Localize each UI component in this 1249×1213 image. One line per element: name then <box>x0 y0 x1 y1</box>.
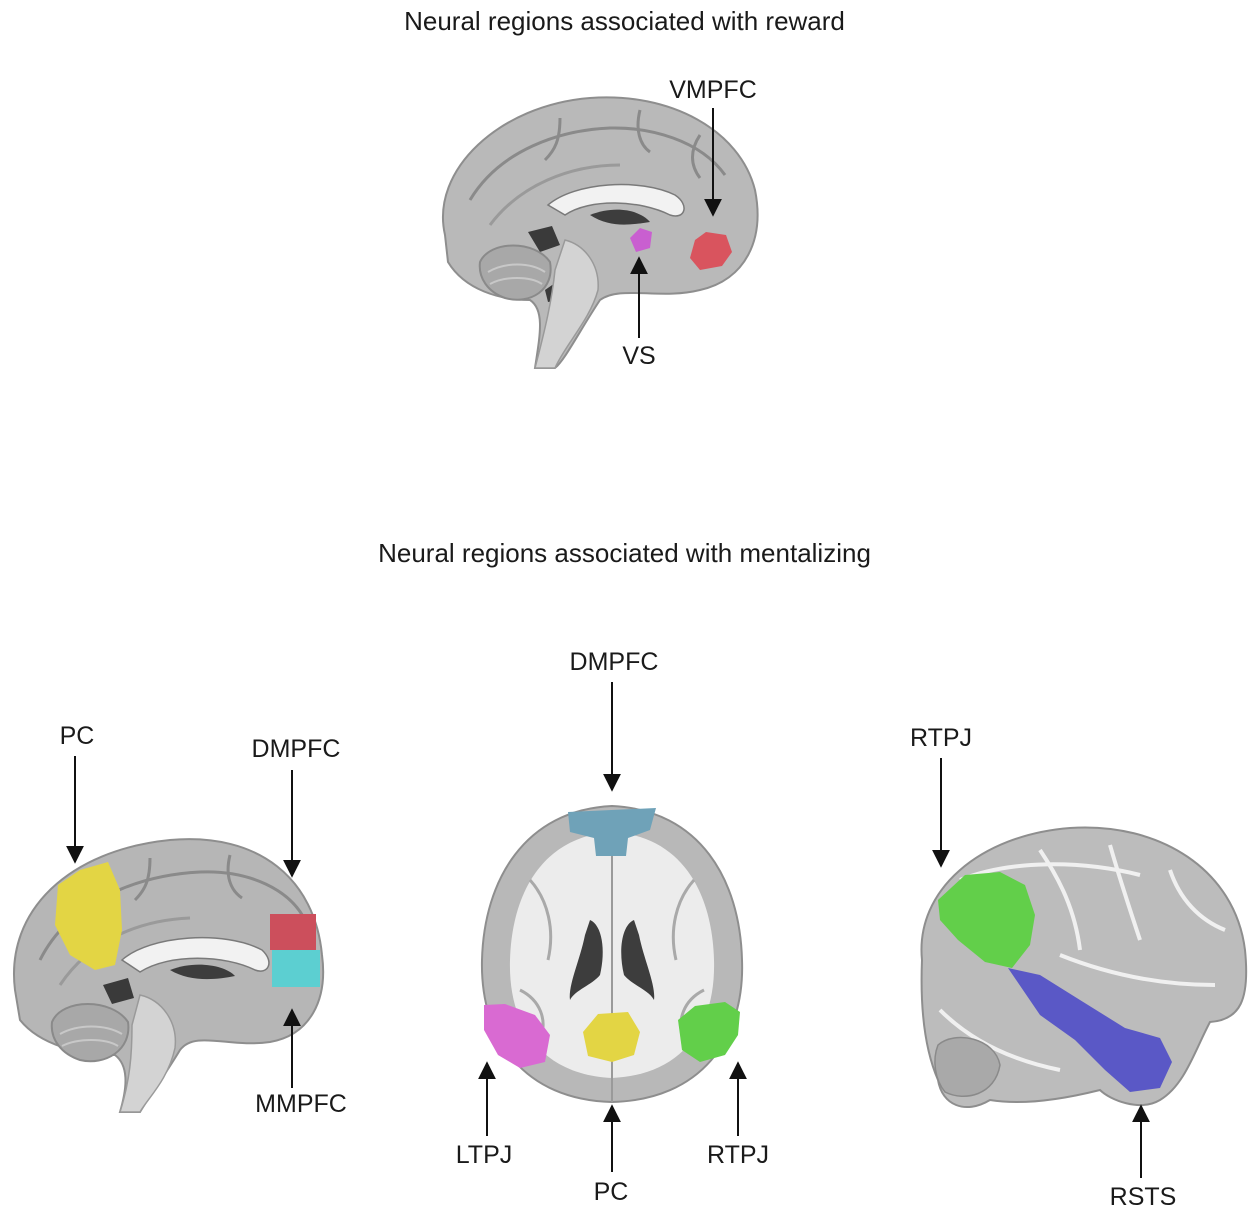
dmpfc-axial-label: DMPFC <box>570 648 659 677</box>
ltpj-label: LTPJ <box>456 1141 513 1170</box>
mentalizing-lateral-brain <box>921 827 1246 1107</box>
mentalizing-axial-brain <box>482 806 742 1102</box>
mmpfc-label: MMPFC <box>255 1090 347 1119</box>
rtpj-axial-label: RTPJ <box>707 1141 769 1170</box>
reward-sagittal-brain <box>443 97 758 368</box>
pc-sagittal-label: PC <box>60 722 95 751</box>
rtpj-lateral-label: RTPJ <box>910 724 972 753</box>
dmpfc-sagittal-region <box>270 914 316 950</box>
vmpfc-label: VMPFC <box>669 76 757 105</box>
vs-label: VS <box>622 342 655 371</box>
rsts-label: RSTS <box>1110 1183 1177 1212</box>
mmpfc-region <box>272 950 320 987</box>
dmpfc-sagittal-label: DMPFC <box>252 735 341 764</box>
mentalizing-sagittal-brain <box>14 839 323 1112</box>
pc-axial-label: PC <box>594 1178 629 1207</box>
